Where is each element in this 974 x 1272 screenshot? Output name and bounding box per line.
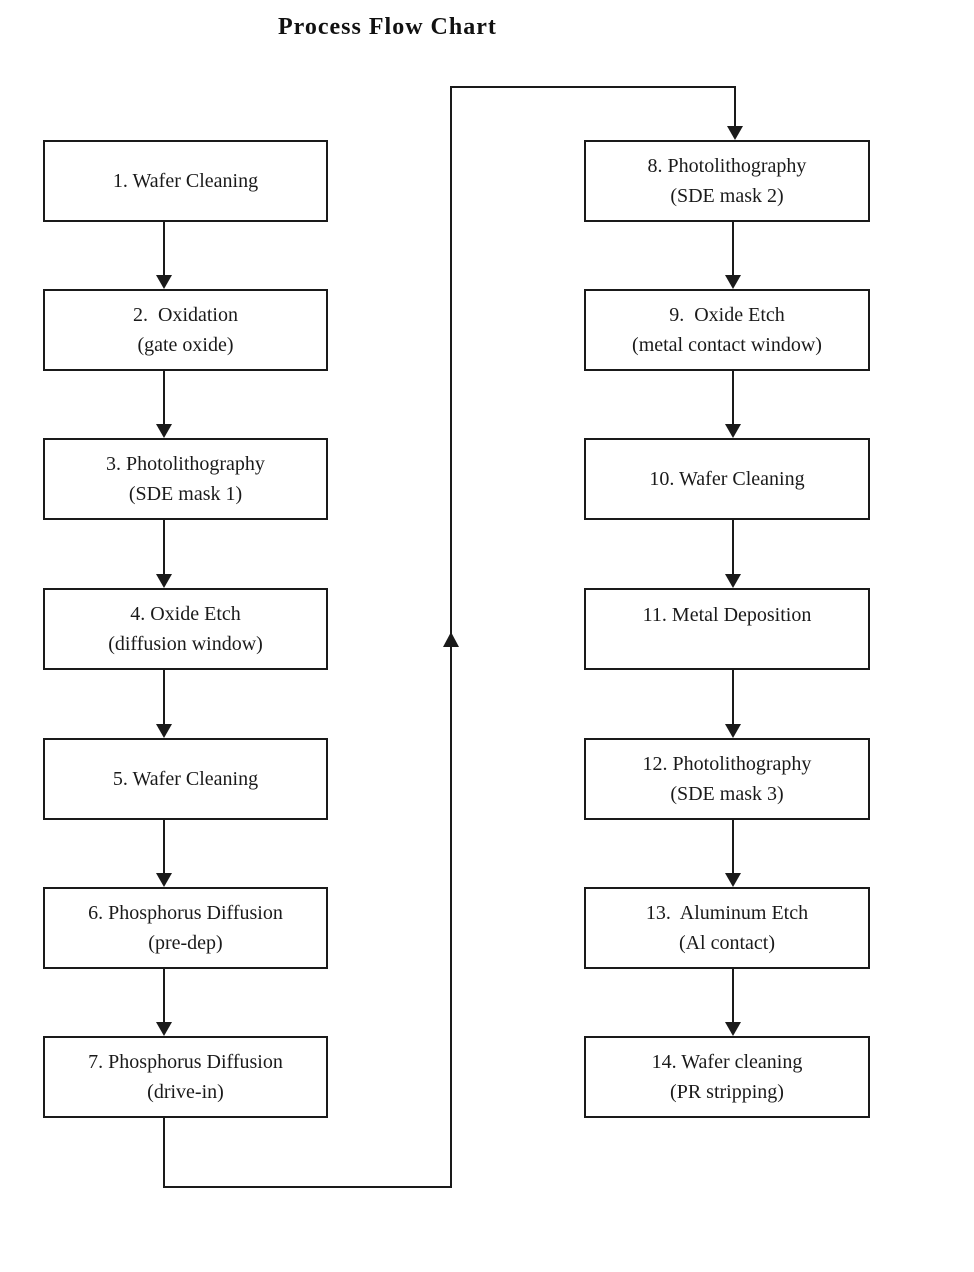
step-box-2: 2. Oxidation (gate oxide) [43,289,328,371]
step-sublabel: (gate oxide) [137,334,234,356]
step-label: 10. Wafer Cleaning [649,468,805,490]
step-label: 13. Aluminum Etch [645,902,809,924]
step-box-4: 4. Oxide Etch (diffusion window) [43,588,328,670]
step-label: 12. Photolithography [642,753,812,775]
step-box-12: 12. Photolithography (SDE mask 3) [584,738,870,820]
wrap-connector-arrowhead-up [443,632,459,647]
step-label: 4. Oxide Etch [130,603,241,625]
step-sublabel: (SDE mask 2) [670,185,784,207]
arrow-step11-to-step12 [725,670,741,738]
arrow-step12-to-step13 [725,820,741,887]
step-box-13: 13. Aluminum Etch (Al contact) [584,887,870,969]
arrow-step8-to-step9 [725,222,741,289]
step-box-8: 8. Photolithography (SDE mask 2) [584,140,870,222]
step-label: 7. Phosphorus Diffusion [88,1051,283,1073]
step-box-3: 3. Photolithography (SDE mask 1) [43,438,328,520]
step-box-9: 9. Oxide Etch (metal contact window) [584,289,870,371]
step-label: 9. Oxide Etch [669,304,785,326]
step-sublabel: (drive-in) [147,1081,224,1103]
step-box-11: 11. Metal Deposition [584,588,870,670]
step-box-6: 6. Phosphorus Diffusion (pre-dep) [43,887,328,969]
step-box-5: 5. Wafer Cleaning [43,738,328,820]
step-box-10: 10. Wafer Cleaning [584,438,870,520]
arrow-step2-to-step3 [156,371,172,438]
step-label: 3. Photolithography [106,453,265,475]
step-sublabel: (SDE mask 1) [128,483,243,505]
arrow-step10-to-step11 [725,520,741,588]
chart-title: Process Flow Chart [278,14,497,40]
step-label: 5. Wafer Cleaning [112,768,259,790]
step-label: 8. Photolithography [647,155,807,177]
arrow-step6-to-step7 [156,969,172,1036]
step-box-1: 1. Wafer Cleaning [43,140,328,222]
arrow-step1-to-step2 [156,222,172,289]
step-sublabel: (pre-dep) [148,932,223,954]
step-label: 14. Wafer cleaning [651,1051,803,1073]
step-sublabel: (diffusion window) [108,633,263,655]
step-label: 2. Oxidation [133,304,238,326]
wrap-connector-arrowhead-down [727,126,743,140]
arrow-step9-to-step10 [725,371,741,438]
step-label: 6. Phosphorus Diffusion [88,902,283,924]
step-sublabel: (metal contact window) [632,334,822,356]
arrow-step4-to-step5 [156,670,172,738]
step-sublabel: (PR stripping) [670,1081,784,1103]
step-box-14: 14. Wafer cleaning (PR stripping) [584,1036,870,1118]
step-label: 1. Wafer Cleaning [112,170,259,192]
arrow-step3-to-step4 [156,520,172,588]
step-sublabel: (Al contact) [678,932,776,954]
arrow-step5-to-step6 [156,820,172,887]
step-sublabel: (SDE mask 3) [670,783,784,805]
arrow-step13-to-step14 [725,969,741,1036]
step-box-7: 7. Phosphorus Diffusion (drive-in) [43,1036,328,1118]
step-label: 11. Metal Deposition [642,604,812,626]
